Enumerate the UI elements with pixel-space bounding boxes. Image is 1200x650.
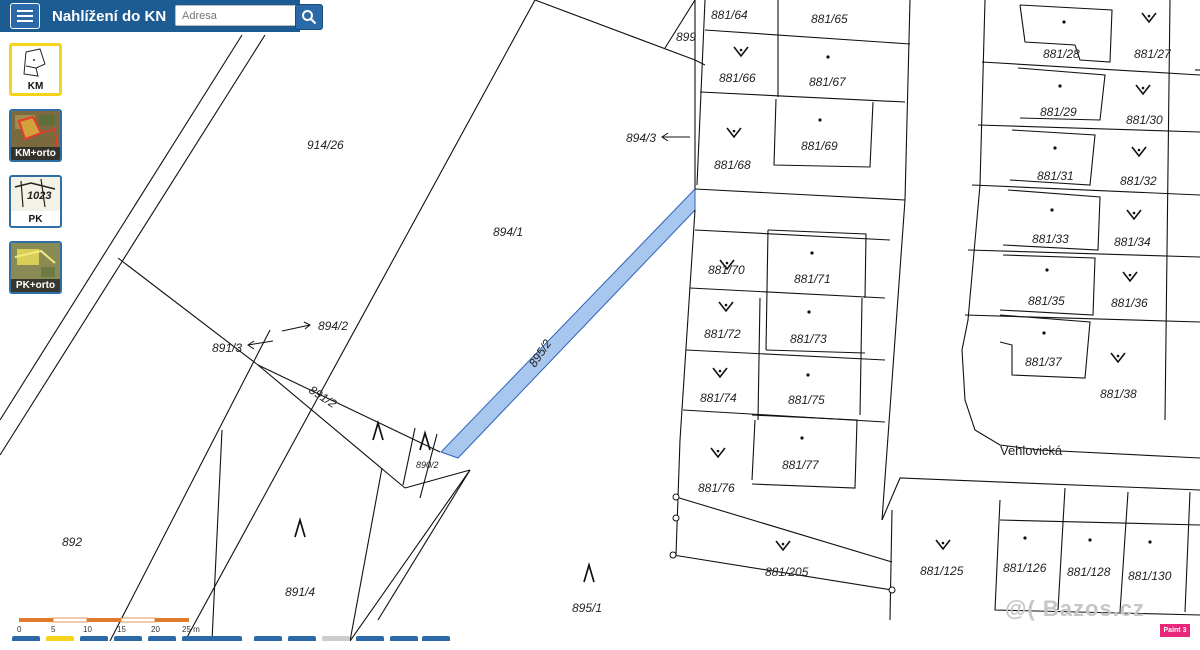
parcel-label: 899 (676, 30, 696, 44)
street-name: Vehlovická (1000, 443, 1063, 458)
parcel-label: 891/4 (285, 585, 315, 599)
toolbar-button[interactable] (356, 636, 384, 641)
scale-tick: 20 (151, 625, 160, 634)
hamburger-icon (17, 10, 33, 12)
parcel-label: 881/30 (1126, 113, 1163, 127)
parcel-label: 881/34 (1114, 235, 1151, 249)
parcel-label: 881/29 (1040, 105, 1077, 119)
parcel-label: 881/66 (719, 71, 756, 85)
layer-label: KM+orto (11, 147, 60, 160)
layer-label: KM (27, 81, 44, 92)
layer-label: PK+orto (11, 279, 60, 292)
map-sketch-icon (23, 48, 46, 77)
parcel-label: 881/64 (711, 8, 748, 22)
parcel-label: 890/2 (416, 460, 439, 470)
parcel-label: 881/67 (809, 75, 847, 89)
toolbar-button[interactable] (12, 636, 40, 641)
parcel-labels: 914/26 894/1 894/2 894/3 891/3 891/2 890… (62, 8, 1172, 615)
paint-tag: Paint 3 lite (1160, 624, 1190, 647)
parcel-label: 881/205 (765, 565, 809, 579)
parcel-label: 881/35 (1028, 294, 1065, 308)
magnifier-icon (302, 10, 317, 25)
scale-bar: 0 5 10 15 20 25 m (15, 615, 215, 642)
app-title: Nahlížení do KN (52, 7, 167, 25)
toolbar-button[interactable] (148, 636, 176, 641)
parcel-label: 881/75 (788, 393, 825, 407)
parcel-label: 891/2 (306, 383, 339, 411)
parcel-label: 894/1 (493, 225, 523, 239)
scale-tick: 0 (17, 625, 22, 634)
toolbar-button[interactable] (288, 636, 316, 641)
parcel-label: 881/69 (801, 139, 838, 153)
parcel-label: 891/3 (212, 341, 242, 355)
parcel-label: 881/125 (920, 564, 964, 578)
layer-km-button[interactable]: KM (9, 43, 62, 96)
toolbar-button[interactable] (182, 636, 242, 641)
scale-tick: 5 (51, 625, 56, 634)
parcel-label: 881/27 (1134, 47, 1172, 61)
parcel-label: 881/72 (704, 327, 741, 341)
vertex-markers (669, 493, 896, 594)
parcel-label: 881/130 (1128, 569, 1172, 583)
bottom-toolbar (0, 636, 450, 641)
toolbar-button[interactable] (114, 636, 142, 641)
layer-label: PK (28, 214, 43, 225)
historic-map-icon: 1023 (11, 177, 60, 211)
address-search-input[interactable] (175, 5, 299, 26)
land-use-symbols (294, 12, 1157, 583)
parcel-label: 881/36 (1111, 296, 1148, 310)
search-button[interactable] (295, 4, 323, 30)
watermark: @( Bazos.cz (1005, 596, 1146, 621)
scale-tick: 15 (117, 625, 126, 634)
toolbar-button[interactable] (80, 636, 108, 641)
parcel-label: 895/1 (572, 601, 602, 615)
parcel-label: 881/31 (1037, 169, 1074, 183)
toolbar-button[interactable] (422, 636, 450, 641)
layer-km-orto-button[interactable]: KM+orto (9, 109, 62, 162)
parcel-label: 881/68 (714, 158, 751, 172)
hamburger-menu-button[interactable] (10, 3, 40, 29)
layer-pk-orto-button[interactable]: PK+orto (9, 241, 62, 294)
parcel-label: 881/71 (794, 272, 831, 286)
toolbar-button[interactable] (322, 636, 350, 641)
toolbar-button[interactable] (390, 636, 418, 641)
parcel-label: 894/2 (318, 319, 348, 333)
parcel-label: 881/73 (790, 332, 827, 346)
parcel-label: 881/33 (1032, 232, 1069, 246)
toolbar-button[interactable] (254, 636, 282, 641)
svg-text:1023: 1023 (27, 190, 51, 202)
reference-arrows (247, 132, 690, 350)
parcel-label: 881/74 (700, 391, 737, 405)
parcel-label: 881/77 (782, 458, 820, 472)
layer-pk-button[interactable]: 1023 PK (9, 175, 62, 228)
parcel-label: 881/37 (1025, 355, 1063, 369)
parcel-label: 892 (62, 535, 82, 549)
scale-tick: 10 (83, 625, 92, 634)
parcel-label: 881/28 (1043, 47, 1080, 61)
parcel-label: 881/70 (708, 263, 745, 277)
parcel-label: 881/32 (1120, 174, 1157, 188)
parcel-label: 881/65 (811, 12, 848, 26)
scale-tick: 25 m (182, 625, 200, 634)
parcel-label: 881/126 (1003, 561, 1047, 575)
parcel-label: 881/76 (698, 481, 735, 495)
parcel-label: 914/26 (307, 138, 344, 152)
parcel-label: 881/38 (1100, 387, 1137, 401)
highlighted-parcel-polygon[interactable] (440, 187, 696, 459)
parcel-label: 881/128 (1067, 565, 1111, 579)
layer-switcher: KM KM+orto 1023 PK PK+orto (9, 43, 62, 307)
toolbar-button[interactable] (46, 636, 74, 641)
dot-markers (800, 20, 1152, 544)
parcel-label: 894/3 (626, 131, 656, 145)
